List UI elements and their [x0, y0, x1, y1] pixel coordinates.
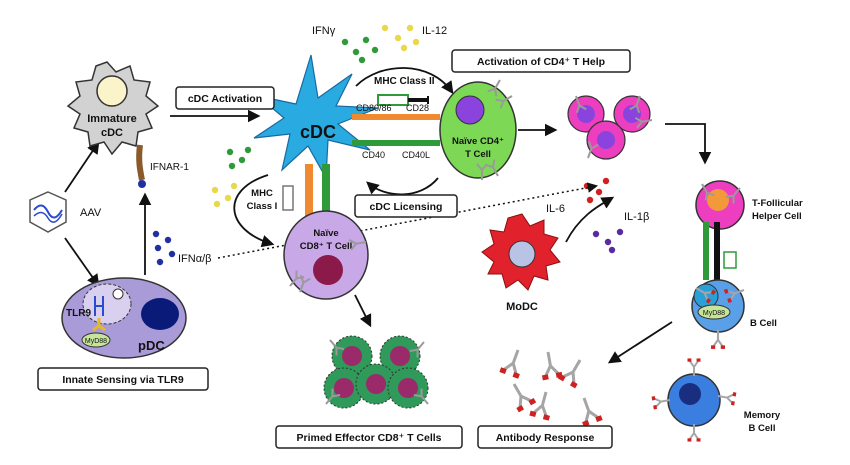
activation-cd4-box: Activation of CD4⁺ T Help: [451, 49, 631, 73]
naive-cd4-t-cell: Naïve CD4⁺ T Cell: [439, 76, 517, 181]
antibody-response-label: Antibody Response: [496, 432, 595, 444]
modc-cell: MoDC: [481, 213, 561, 313]
cd8-costim-bar: [305, 164, 313, 220]
tlr9-label: TLR9: [66, 308, 91, 319]
tfh-label-2: Helper Cell: [752, 211, 802, 222]
cd28-label: CD28: [406, 103, 429, 113]
cd80-cd28-bar: [352, 114, 440, 120]
memory-b-label-2: B Cell: [749, 423, 776, 434]
cd8-cd40-bar: [322, 164, 330, 220]
il1b-dots: [592, 228, 624, 254]
modc-label: MoDC: [506, 301, 538, 313]
primed-effector-cluster: [321, 335, 433, 409]
antibodies: [497, 345, 605, 429]
naive-cd4-label-1: Naïve CD4⁺: [452, 136, 504, 147]
arrow-aav-to-immature-cdc: [64, 140, 100, 193]
aav-virus: AAV: [29, 191, 102, 233]
cdc-activation-label: cDC Activation: [188, 93, 262, 105]
cd8-nucleus: [313, 255, 343, 285]
immature-cdc: Immature cDC IFNAR-1: [66, 61, 189, 188]
arrow-cytokines-to-cd4: [355, 67, 454, 95]
b-cell-label: B Cell: [750, 318, 777, 329]
immature-cdc-nucleus: [96, 75, 128, 107]
arrows: [64, 67, 712, 364]
immature-cdc-label-2: cDC: [101, 127, 123, 139]
mhc1-molecule: [282, 185, 294, 211]
ifnar-receptor: [136, 144, 145, 181]
antibody-response-box: Antibody Response: [477, 425, 613, 449]
mhc2-label: MHC Class II: [374, 76, 435, 87]
naive-cd8-label-2: CD8⁺ T Cell: [300, 241, 353, 252]
cd4-nucleus: [455, 95, 485, 125]
cd8086-label: CD80/86: [356, 103, 392, 113]
myd88-pdc: [81, 332, 111, 348]
myd88-pdc-label: MyD88: [85, 338, 107, 345]
ifng-label: IFNγ: [312, 25, 336, 37]
pdc-nucleus: [141, 298, 179, 330]
primed-cd8-box: Primed Effector CD8⁺ T Cells: [275, 425, 463, 449]
immature-cdc-label-1: Immature: [87, 113, 137, 125]
arrow-aav-to-pdc: [64, 237, 100, 288]
ifng-dots-left: [226, 146, 252, 170]
myd88-b: [697, 304, 731, 320]
b-cell: MyD88 B Cell: [691, 279, 777, 350]
cd40-label: CD40: [362, 150, 385, 160]
arrow-cdc-licensing: [366, 177, 439, 196]
cdc-label: cDC: [300, 122, 336, 142]
cd40l-label: CD40L: [402, 150, 430, 160]
il12-dots: [381, 24, 420, 52]
arrow-ifnab-dotted: [217, 182, 599, 259]
il6-dots: [583, 177, 610, 204]
naive-cd8-label-1: Naïve: [313, 228, 338, 239]
arrow-modc-to-cd4: [565, 196, 615, 243]
innate-sensing-label: Innate Sensing via TLR9: [62, 374, 184, 386]
tfh-label-1: T-Follicular: [752, 198, 803, 209]
mhc1-label-2: Class I: [247, 201, 278, 212]
arrow-to-tfh: [665, 123, 712, 165]
primed-cd8-label: Primed Effector CD8⁺ T Cells: [297, 432, 442, 444]
arrow-cytokines-to-cd8: [233, 174, 275, 248]
ifnab-label: IFNα/β: [178, 253, 211, 265]
ifnar-label: IFNAR-1: [150, 162, 189, 173]
memory-b-cell: Memory B Cell: [650, 357, 781, 443]
il1b-label: IL-1β: [624, 211, 649, 223]
ifng-dots: [341, 36, 379, 64]
arrow-cd8-to-effector: [354, 294, 372, 328]
naive-cd4-label-2: T Cell: [465, 149, 491, 160]
cdc-licensing-label: cDC Licensing: [370, 201, 443, 213]
aav-label: AAV: [80, 207, 102, 219]
activation-cd4-label: Activation of CD4⁺ T Help: [477, 56, 605, 68]
mhc1-label-1: MHC: [251, 188, 273, 199]
activated-cd4-cluster: [567, 93, 654, 161]
tfh-cell: T-Follicular Helper Cell: [695, 180, 803, 280]
il12-dots-left: [211, 182, 238, 208]
memory-b-label-1: Memory: [744, 410, 781, 421]
cd40-bar: [352, 140, 440, 146]
pdc-cell: TLR9 MyD88 pDC: [61, 277, 187, 359]
il6-label: IL-6: [546, 203, 565, 215]
il12-label: IL-12: [422, 25, 447, 37]
pdc-label: pDC: [138, 338, 165, 353]
arrow-b-to-antibody: [607, 321, 673, 364]
innate-sensing-box: Innate Sensing via TLR9: [37, 367, 209, 391]
cdc-activation-box: cDC Activation: [175, 86, 275, 110]
cdc-licensing-box: cDC Licensing: [354, 194, 458, 218]
naive-cd8-t-cell: Naïve CD8⁺ T Cell MHC Class I: [247, 164, 369, 300]
cdc-cd4-interface: MHC Class II CD80/86 CD28 CD40 CD40L: [352, 76, 440, 160]
myd88-b-label: MyD88: [703, 310, 725, 317]
ifnab-dots: [152, 230, 176, 266]
